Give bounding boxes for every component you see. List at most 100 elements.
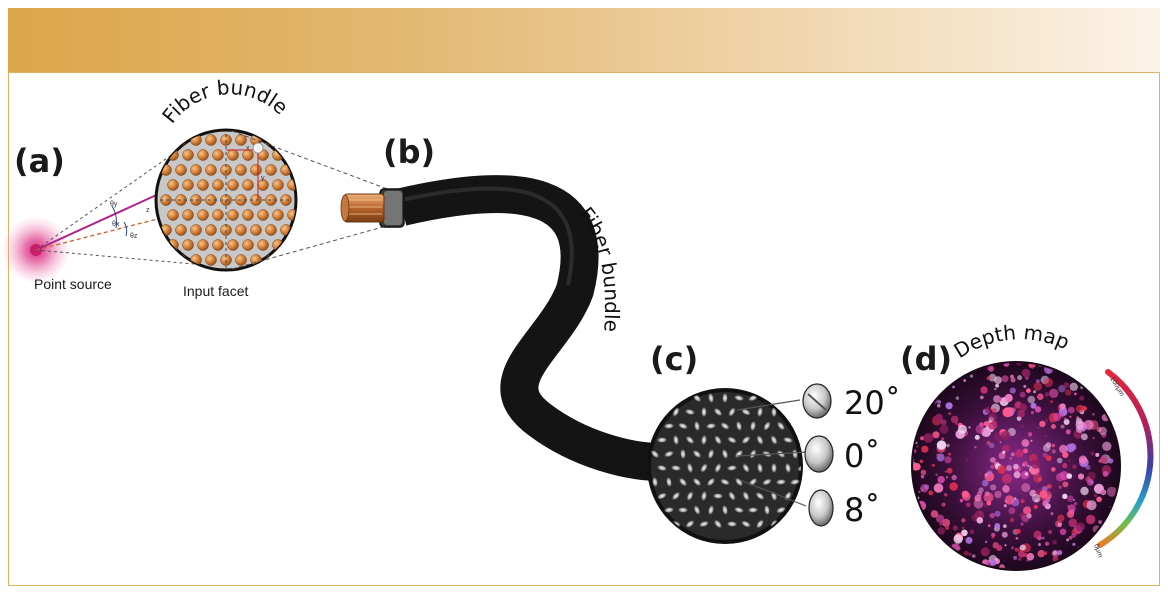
depth-speckle	[1033, 390, 1037, 394]
output-spot	[726, 464, 738, 472]
depth-speckle	[996, 544, 1003, 552]
depth-speckle	[1017, 375, 1023, 381]
depth-speckle	[1030, 411, 1034, 415]
depth-speckle	[1062, 493, 1068, 499]
depth-speckle	[932, 431, 940, 439]
output-spot	[651, 392, 659, 404]
output-spot	[677, 506, 689, 514]
depth-speckle	[1045, 419, 1048, 422]
output-spot	[692, 477, 702, 487]
depth-speckle	[1093, 493, 1098, 498]
fiber-core	[235, 224, 247, 236]
depth-speckle	[1062, 481, 1069, 488]
fiber-core	[265, 164, 277, 176]
fiber-core	[227, 179, 239, 191]
depth-speckle	[1062, 462, 1068, 469]
output-spot	[707, 504, 715, 516]
depth-speckle	[1011, 546, 1015, 550]
depth-speckle	[963, 550, 969, 556]
depth-speckle	[1010, 374, 1014, 379]
depth-speckle	[994, 523, 1001, 529]
depth-speckle	[1071, 533, 1076, 538]
depth-speckle	[1092, 413, 1095, 416]
output-spot	[677, 422, 689, 430]
fiber-core	[242, 209, 254, 221]
depth-speckle	[945, 402, 953, 410]
depth-speckle	[1048, 530, 1053, 534]
depth-speckle	[930, 510, 939, 518]
fiber-core	[287, 239, 296, 251]
ball-icon-8	[808, 489, 834, 527]
depth-speckle	[986, 376, 991, 381]
depth-speckle	[1033, 474, 1043, 484]
panel-label-b: (b)	[383, 133, 435, 171]
output-spot	[707, 448, 715, 460]
fiber-core	[190, 164, 202, 176]
depth-speckle	[1039, 420, 1046, 428]
output-spot	[784, 462, 792, 474]
depth-speckle	[1102, 441, 1112, 451]
output-spot	[713, 519, 723, 529]
depth-speckle	[1020, 499, 1025, 504]
depth-speckle	[1083, 419, 1094, 430]
depth-speckle	[1052, 412, 1062, 422]
depth-speckle	[931, 463, 935, 467]
depth-speckle	[1056, 472, 1065, 482]
depth-speckles	[912, 362, 1120, 570]
depth-speckle	[1030, 459, 1041, 469]
depth-speckle	[1057, 522, 1062, 527]
output-spot	[658, 518, 666, 530]
output-spot	[713, 407, 723, 417]
fiber-core	[182, 149, 194, 161]
output-spot	[720, 422, 730, 430]
fiber-core	[242, 239, 254, 251]
depth-speckle	[936, 440, 947, 450]
output-spot	[656, 464, 668, 472]
depth-speckle	[1051, 467, 1056, 472]
depth-speckle	[984, 406, 992, 414]
output-facet	[647, 388, 803, 544]
depth-speckle	[935, 514, 945, 523]
depth-speckle	[919, 459, 923, 463]
depth-speckle	[1023, 448, 1028, 454]
depth-speckle	[1051, 549, 1060, 558]
input-facet-label: Input facet	[183, 283, 248, 299]
depth-speckle	[1021, 368, 1031, 378]
depth-speckle	[1009, 457, 1012, 460]
fiber-core	[212, 149, 224, 161]
depth-speckle	[944, 470, 947, 473]
depth-speckle	[1050, 512, 1054, 516]
depth-speckle	[1033, 382, 1043, 391]
fiber-core	[235, 254, 247, 266]
output-spot	[706, 477, 716, 487]
depth-speckle	[1075, 424, 1084, 433]
depth-speckle	[928, 490, 934, 496]
output-spot	[685, 435, 695, 445]
depth-speckle	[1100, 490, 1106, 495]
output-spot	[693, 504, 701, 516]
depth-speckle	[941, 502, 946, 507]
depth-speckle	[1045, 541, 1050, 546]
depth-speckle	[918, 490, 921, 494]
output-spot	[734, 477, 744, 487]
theta-y-label: θy	[110, 201, 118, 208]
output-spot	[651, 476, 659, 488]
output-spot	[721, 448, 729, 460]
output-spot	[740, 408, 752, 416]
depth-speckle	[978, 471, 981, 474]
output-spot	[770, 406, 778, 418]
depth-speckle	[1098, 520, 1103, 525]
output-spot	[734, 449, 744, 459]
depth-speckle	[959, 498, 964, 503]
depth-speckle	[1072, 464, 1077, 470]
theta-x-label: θx	[112, 221, 120, 228]
output-spot	[756, 462, 764, 474]
fiber-core	[287, 209, 296, 221]
depth-speckle	[1030, 439, 1033, 442]
depth-speckle	[1043, 551, 1048, 556]
depth-map-title: Depth map	[950, 320, 1074, 363]
depth-color-scale	[1097, 369, 1154, 548]
output-spot	[728, 491, 736, 501]
output-spot	[707, 392, 715, 404]
depth-speckle	[993, 431, 1004, 442]
